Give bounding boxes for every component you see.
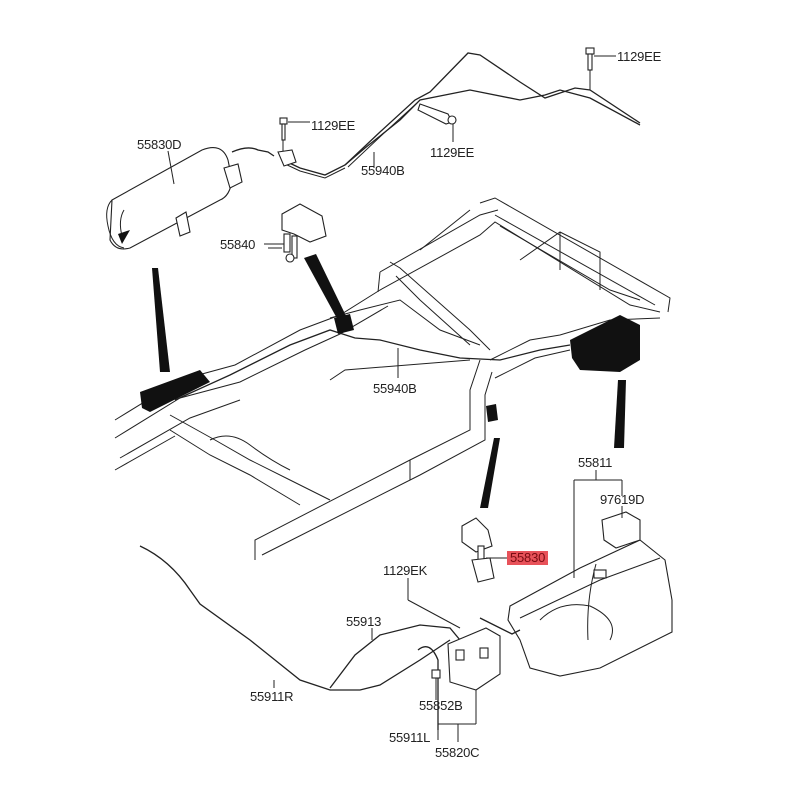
bolt-1129ee-mid-icon xyxy=(417,103,457,142)
label-97619d: 97619D xyxy=(600,492,645,507)
label-55830-highlighted[interactable]: 55830 xyxy=(507,551,549,565)
leader-arrow-rear xyxy=(614,380,626,448)
label-55840: 55840 xyxy=(220,237,256,252)
label-1129ee-mid: 1129EE xyxy=(430,145,475,160)
label-55911l: 55911L xyxy=(389,730,431,745)
bracket-installed xyxy=(334,314,354,334)
label-55940b-top: 55940B xyxy=(361,163,405,178)
label-1129ee-top-right: 1129EE xyxy=(617,49,662,64)
canister-installed xyxy=(140,370,210,412)
label-55820c: 55820C xyxy=(435,745,480,760)
actuator-55820c xyxy=(431,627,501,742)
bolt-1129ee-top-right-icon xyxy=(585,47,616,90)
label-55852b: 55852B xyxy=(419,698,463,713)
tank-55811 xyxy=(507,470,673,677)
label-55811: 55811 xyxy=(578,455,613,470)
label-1129ee-left: 1129EE xyxy=(311,118,356,133)
leader-arrow-55830 xyxy=(480,438,500,508)
label-55911r: 55911R xyxy=(250,689,294,704)
rear-cables xyxy=(139,545,521,730)
leader-lines xyxy=(268,152,375,688)
cable-55940b-top xyxy=(231,89,641,179)
cable-upper-run xyxy=(344,52,641,168)
bolt-1129ee-left-icon xyxy=(277,117,310,167)
label-55940b-frame: 55940B xyxy=(373,381,417,396)
rear-component-installed xyxy=(570,315,640,372)
label-1129ek: 1129EK xyxy=(383,563,428,578)
sensor-installed xyxy=(486,404,498,422)
bracket-55840 xyxy=(264,203,327,263)
canister-55830d xyxy=(106,147,243,250)
cable-55940b-frame xyxy=(174,299,571,401)
label-55830d: 55830D xyxy=(137,137,182,152)
leader-arrow-bracket xyxy=(304,254,348,324)
sensor-55830 xyxy=(461,517,508,583)
leader-arrow-canister xyxy=(152,268,170,372)
label-55913: 55913 xyxy=(346,614,382,629)
vehicle-frame xyxy=(114,197,671,560)
